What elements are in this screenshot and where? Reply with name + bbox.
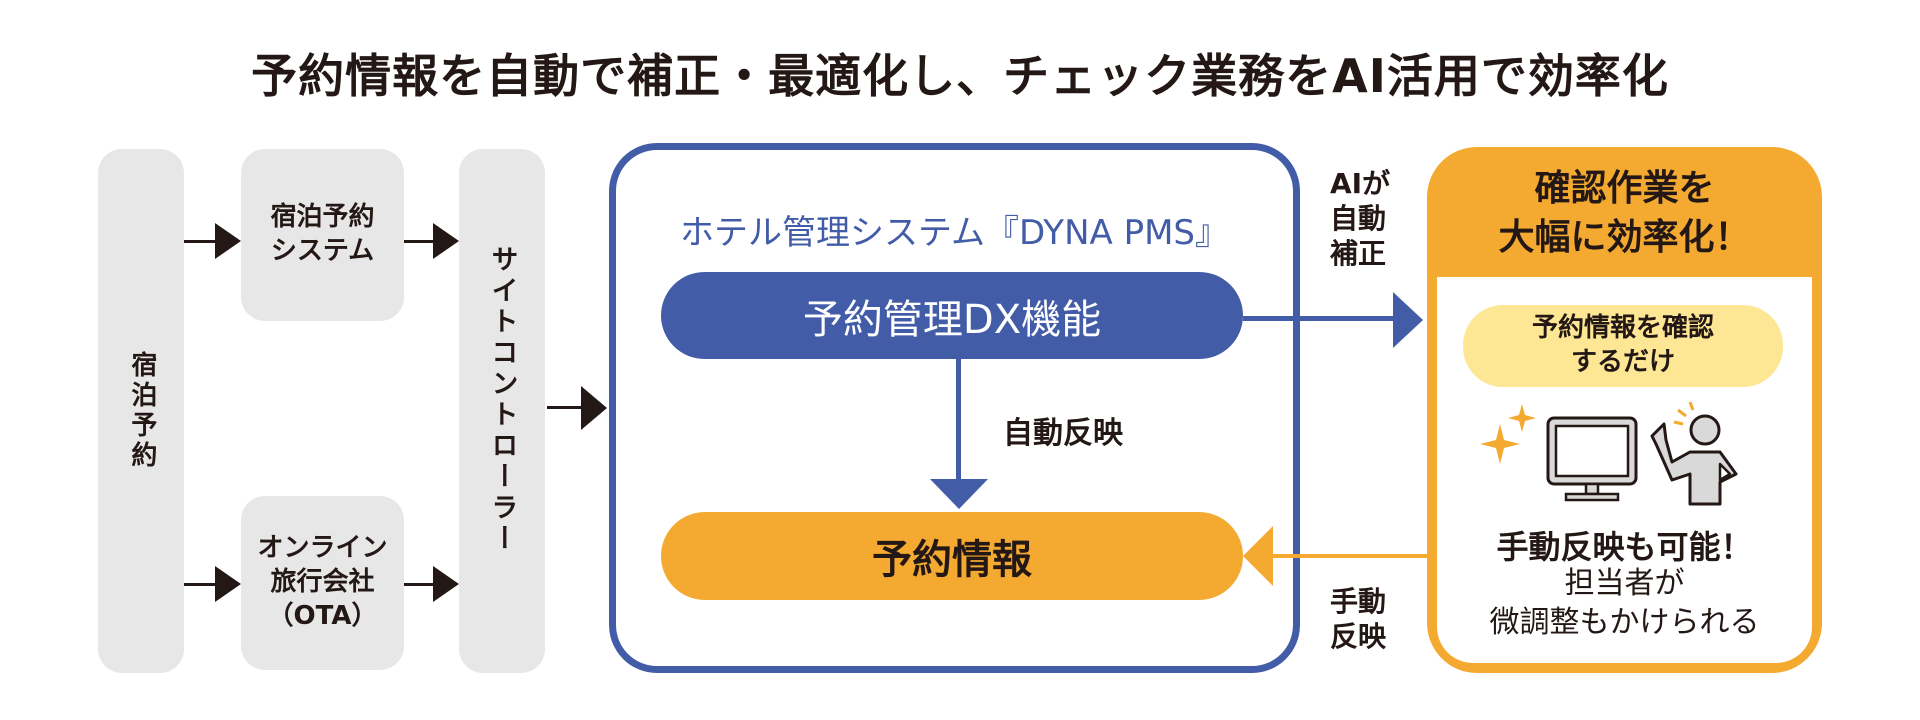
ai-correct-line-2: 自動 [1330, 202, 1387, 235]
sparkle-icon-small [1508, 404, 1536, 432]
result-note-line-1: 担当者が [1564, 566, 1685, 601]
result-heading: 確認作業を 大幅に効率化！ [1427, 165, 1822, 262]
source-reservation-box: 宿泊予約 [98, 149, 184, 673]
ai-correct-line-1: AIが [1330, 167, 1391, 200]
reservation-system-box: 宿泊予約 システム [241, 149, 404, 321]
arrow-ota-to-site-controller [404, 566, 459, 602]
check-only-pill: 予約情報を確認 するだけ [1463, 305, 1783, 387]
site-controller-label: サイトコントローラー [486, 245, 518, 555]
check-only-line-1: 予約情報を確認 [1531, 313, 1714, 344]
ai-correct-arrow [1243, 292, 1427, 348]
manual-reflect-arrow [1243, 526, 1427, 586]
check-only-line-2: するだけ [1570, 347, 1675, 377]
manual-reflect-label: 手動 反映 [1330, 584, 1386, 654]
ota-line-2: 旅行会社 [270, 567, 375, 598]
result-heading-line-2: 大幅に効率化！ [1498, 216, 1751, 258]
reservation-system-line-2: システム [270, 236, 375, 266]
arrow-system-to-site-controller [404, 223, 459, 259]
person-thumbs-up-icon [1650, 401, 1738, 506]
pms-title: ホテル管理システム『DYNA PMS』 [680, 213, 1229, 253]
arrow-to-ota [184, 566, 241, 602]
ota-box: オンライン 旅行会社 （OTA） [241, 496, 404, 670]
auto-reflect-label: 自動反映 [1003, 416, 1123, 451]
source-reservation-label: 宿泊予約 [126, 351, 157, 471]
reservation-system-line-1: 宿泊予約 [270, 202, 375, 233]
arrow-site-controller-to-pms [547, 386, 609, 430]
manual-reflect-line-2: 反映 [1330, 620, 1387, 653]
result-note-line-2: 微調整もかけられる [1489, 605, 1760, 640]
reservation-info-label: 予約情報 [872, 537, 1032, 583]
ai-correct-label: AIが 自動 補正 [1330, 166, 1390, 271]
manual-reflect-line-1: 手動 [1330, 585, 1387, 618]
site-controller-box: サイトコントローラー [459, 149, 545, 673]
result-note: 担当者が 微調整もかけられる [1437, 564, 1812, 642]
arrow-to-reservation-system [184, 223, 241, 259]
auto-reflect-arrow [930, 359, 988, 512]
result-heading-line-1: 確認作業を [1534, 168, 1715, 209]
manual-possible-label: 手動反映も可能！ [1496, 528, 1753, 566]
ota-line-3: （OTA） [267, 600, 378, 631]
diagram-title: 予約情報を自動で補正・最適化し、チェック業務をAI活用で効率化 [251, 49, 1669, 103]
ota-line-1: オンライン [257, 533, 388, 564]
dx-feature-pill: 予約管理DX機能 [661, 272, 1243, 359]
monitor-icon [1546, 416, 1638, 502]
ai-correct-line-3: 補正 [1330, 237, 1387, 270]
dx-feature-label: 予約管理DX機能 [802, 296, 1102, 343]
sparkle-icon-large [1480, 424, 1520, 464]
reservation-info-pill: 予約情報 [661, 512, 1243, 600]
illustration [1480, 401, 1738, 506]
